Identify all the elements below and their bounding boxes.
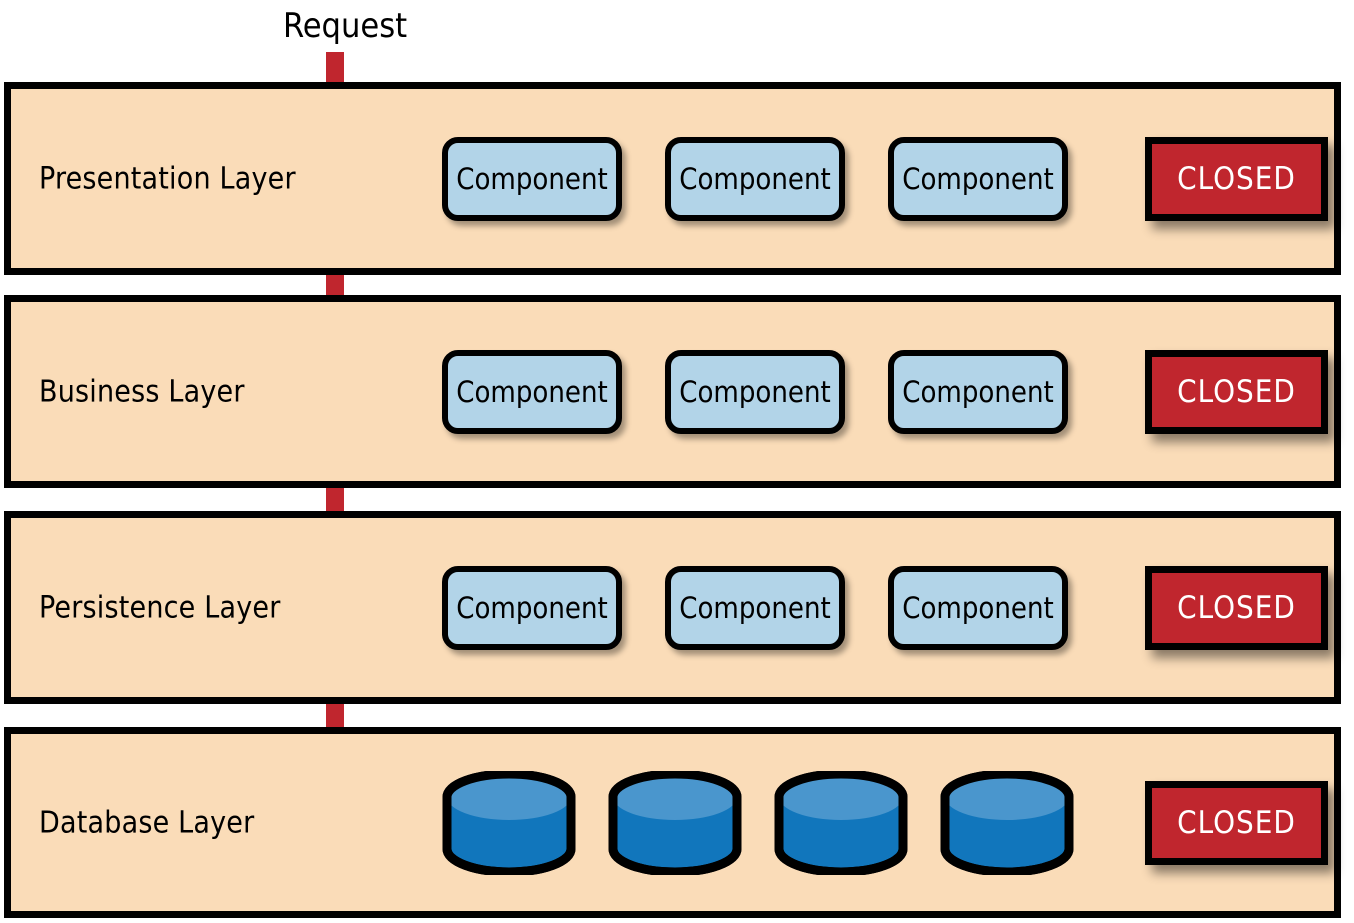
component-label: Component bbox=[902, 161, 1054, 196]
component-box[interactable]: Component bbox=[665, 349, 845, 434]
layer-label-database: Database Layer bbox=[39, 805, 255, 840]
layer-presentation[interactable]: Presentation Layer Component Component C… bbox=[4, 82, 1341, 275]
component-box[interactable]: Component bbox=[665, 136, 845, 221]
component-label: Component bbox=[679, 590, 831, 625]
closed-badge-presentation[interactable]: CLOSED bbox=[1145, 136, 1328, 221]
closed-badge-persistence[interactable]: CLOSED bbox=[1145, 565, 1328, 650]
component-box[interactable]: Component bbox=[665, 565, 845, 650]
closed-label: CLOSED bbox=[1177, 373, 1296, 410]
database-cylinder[interactable] bbox=[940, 770, 1074, 875]
component-label: Component bbox=[902, 590, 1054, 625]
component-box[interactable]: Component bbox=[442, 349, 622, 434]
closed-label: CLOSED bbox=[1177, 589, 1296, 626]
component-label: Component bbox=[902, 374, 1054, 409]
shape-row-business: Component Component Component CLOSED bbox=[11, 302, 1334, 481]
closed-label: CLOSED bbox=[1177, 160, 1296, 197]
component-label: Component bbox=[456, 374, 608, 409]
closed-label: CLOSED bbox=[1177, 804, 1296, 841]
component-box[interactable]: Component bbox=[888, 565, 1068, 650]
layer-business[interactable]: Business Layer Component Component Compo… bbox=[4, 295, 1341, 488]
database-cylinder[interactable] bbox=[608, 770, 742, 875]
component-label: Component bbox=[456, 161, 608, 196]
component-box[interactable]: Component bbox=[888, 136, 1068, 221]
layer-label-presentation: Presentation Layer bbox=[39, 161, 296, 196]
layer-label-persistence: Persistence Layer bbox=[39, 590, 281, 625]
shape-row-persistence: Component Component Component CLOSED bbox=[11, 518, 1334, 697]
component-label: Component bbox=[679, 374, 831, 409]
component-box[interactable]: Component bbox=[442, 136, 622, 221]
closed-badge-database[interactable]: CLOSED bbox=[1145, 780, 1328, 865]
shape-row-database: CLOSED bbox=[11, 734, 1334, 911]
layer-persistence[interactable]: Persistence Layer Component Component Co… bbox=[4, 511, 1341, 704]
component-label: Component bbox=[679, 161, 831, 196]
component-box[interactable]: Component bbox=[888, 349, 1068, 434]
closed-badge-business[interactable]: CLOSED bbox=[1145, 349, 1328, 434]
database-cylinder[interactable] bbox=[442, 770, 576, 875]
component-label: Component bbox=[456, 590, 608, 625]
layer-label-business: Business Layer bbox=[39, 374, 245, 409]
layer-database[interactable]: Database Layer bbox=[4, 727, 1341, 918]
database-cylinder[interactable] bbox=[774, 770, 908, 875]
request-label: Request bbox=[283, 6, 408, 46]
component-box[interactable]: Component bbox=[442, 565, 622, 650]
shape-row-presentation: Component Component Component CLOSED bbox=[11, 89, 1334, 268]
